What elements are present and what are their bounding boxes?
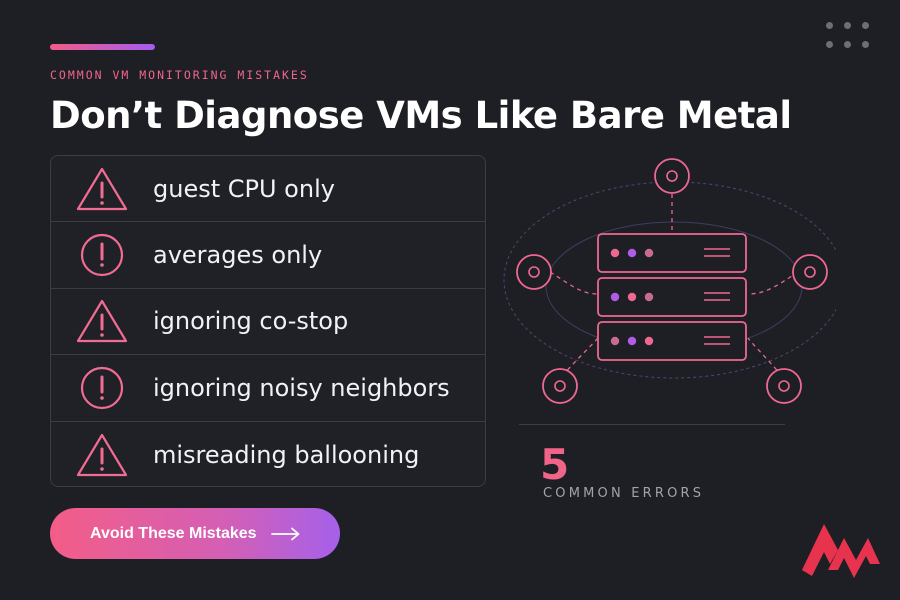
cta-label: Avoid These Mistakes [90,524,257,542]
list-item: guest CPU only [51,156,485,223]
list-item: misreading ballooning [51,422,485,486]
stat-number: 5 [540,440,570,489]
dots-grid-icon[interactable] [820,16,876,54]
stat-divider [519,424,785,425]
list-item-label: averages only [153,241,323,270]
list-item-label: ignoring co-stop [153,307,349,336]
mistakes-list: guest CPU only averages only ignoring co… [50,155,486,487]
warning-triangle-icon [75,431,129,479]
list-item: ignoring noisy neighbors [51,355,485,422]
alert-circle-icon [75,364,129,412]
accent-bar [50,44,155,50]
list-item-label: guest CPU only [153,174,335,203]
warning-triangle-icon [75,297,129,345]
list-item: ignoring co-stop [51,289,485,356]
alert-circle-icon [75,231,129,279]
list-item: averages only [51,222,485,289]
page-title: Don’t Diagnose VMs Like Bare Metal [50,94,792,137]
arrow-right-icon [270,527,301,541]
warning-triangle-icon [75,165,129,213]
list-item-label: misreading ballooning [153,440,420,469]
list-item-label: ignoring noisy neighbors [153,373,450,402]
eyebrow-label: COMMON VM MONITORING MISTAKES [50,68,309,82]
avoid-mistakes-button[interactable]: Avoid These Mistakes [50,508,340,559]
server-rack-network-icon [496,150,845,412]
brand-logo-icon [802,520,880,582]
stat-label: COMMON ERRORS [543,486,705,501]
